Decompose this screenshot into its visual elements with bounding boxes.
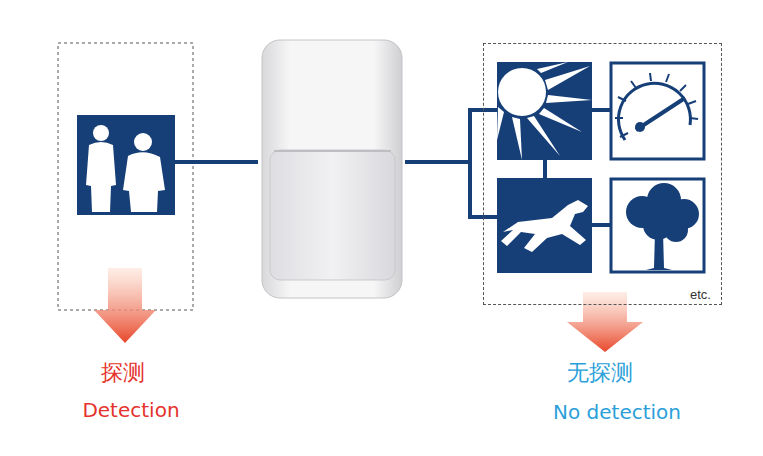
gauge-icon bbox=[611, 63, 704, 159]
tree-icon bbox=[611, 179, 704, 272]
status-label: No detection bbox=[553, 400, 681, 424]
sun-icon bbox=[497, 62, 592, 160]
dog-icon bbox=[497, 178, 592, 273]
status-label: Detection bbox=[82, 398, 179, 422]
down-arrow bbox=[94, 268, 156, 343]
pir-sensor bbox=[262, 40, 402, 298]
group-box: etc. bbox=[483, 43, 722, 305]
status-label: 探测 bbox=[101, 358, 145, 388]
note-text: etc. bbox=[690, 287, 711, 302]
people-icon bbox=[77, 115, 175, 215]
status-label: 无探测 bbox=[567, 358, 633, 388]
down-arrow bbox=[567, 292, 643, 352]
